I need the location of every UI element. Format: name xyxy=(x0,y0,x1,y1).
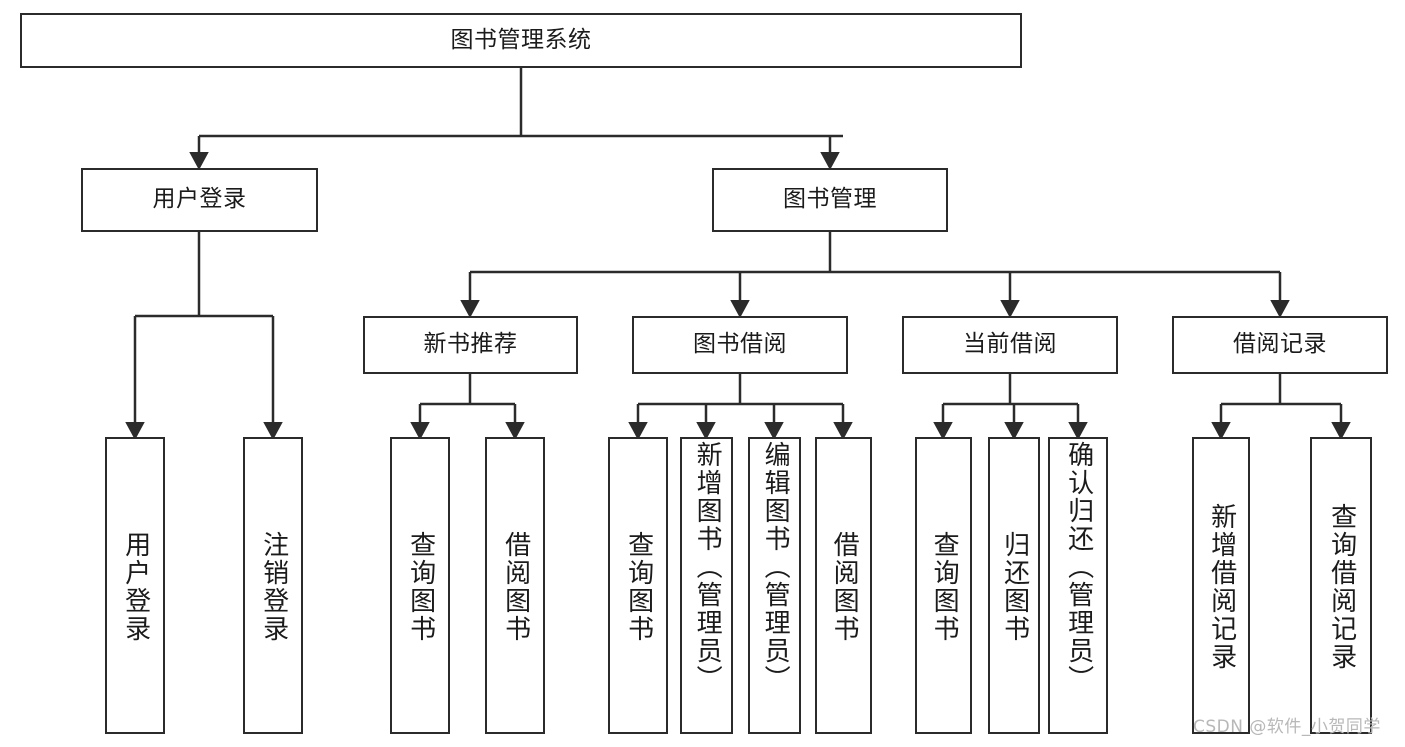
node-label: 当前借阅 xyxy=(963,331,1057,358)
node-borrow-record[interactable]: 借阅记录 xyxy=(1172,316,1388,374)
node-label: 新增借阅记录 xyxy=(1206,502,1237,671)
node-label: 借阅图书 xyxy=(500,530,531,643)
node-label: 借阅图书 xyxy=(829,530,860,643)
node-leaf-borrow-book-1[interactable]: 借阅图书 xyxy=(485,437,545,734)
node-new-book-recommend[interactable]: 新书推荐 xyxy=(363,316,578,374)
node-leaf-add-book[interactable]: 新增图书（管理员） xyxy=(680,437,733,734)
node-leaf-add-record[interactable]: 新增借阅记录 xyxy=(1192,437,1250,734)
node-leaf-user-login[interactable]: 用户登录 xyxy=(105,437,165,734)
node-label: 借阅记录 xyxy=(1233,331,1327,358)
node-label: 用户登录 xyxy=(120,530,151,643)
node-book-borrow[interactable]: 图书借阅 xyxy=(632,316,848,374)
node-label: 查询图书 xyxy=(929,530,960,643)
node-label: 归还图书 xyxy=(999,530,1030,643)
node-label: 用户登录 xyxy=(152,186,247,213)
node-label: 图书管理系统 xyxy=(450,26,592,53)
node-label: 查询借阅记录 xyxy=(1326,502,1357,671)
node-system-title[interactable]: 图书管理系统 xyxy=(20,13,1022,68)
node-leaf-query-record[interactable]: 查询借阅记录 xyxy=(1310,437,1372,734)
node-current-borrow[interactable]: 当前借阅 xyxy=(902,316,1118,374)
node-user-login[interactable]: 用户登录 xyxy=(81,168,318,232)
node-leaf-user-logout[interactable]: 注销登录 xyxy=(243,437,303,734)
node-label: 查询图书 xyxy=(623,530,654,643)
node-label: 图书借阅 xyxy=(693,331,787,358)
node-leaf-query-book-1[interactable]: 查询图书 xyxy=(390,437,450,734)
node-label: 查询图书 xyxy=(405,530,436,643)
node-label: 确认归还（管理员） xyxy=(1063,441,1094,693)
node-label: 编辑图书（管理员） xyxy=(760,441,791,693)
node-leaf-borrow-book-2[interactable]: 借阅图书 xyxy=(815,437,872,734)
node-label: 新书推荐 xyxy=(423,331,518,358)
node-leaf-query-book-2[interactable]: 查询图书 xyxy=(608,437,668,734)
node-leaf-confirm-return[interactable]: 确认归还（管理员） xyxy=(1048,437,1108,734)
node-label: 新增图书（管理员） xyxy=(692,441,723,693)
node-label: 图书管理 xyxy=(783,186,877,213)
node-leaf-query-book-3[interactable]: 查询图书 xyxy=(915,437,972,734)
node-book-management[interactable]: 图书管理 xyxy=(712,168,948,232)
node-label: 注销登录 xyxy=(258,530,289,643)
node-leaf-return-book[interactable]: 归还图书 xyxy=(988,437,1040,734)
node-leaf-edit-book[interactable]: 编辑图书（管理员） xyxy=(748,437,801,734)
